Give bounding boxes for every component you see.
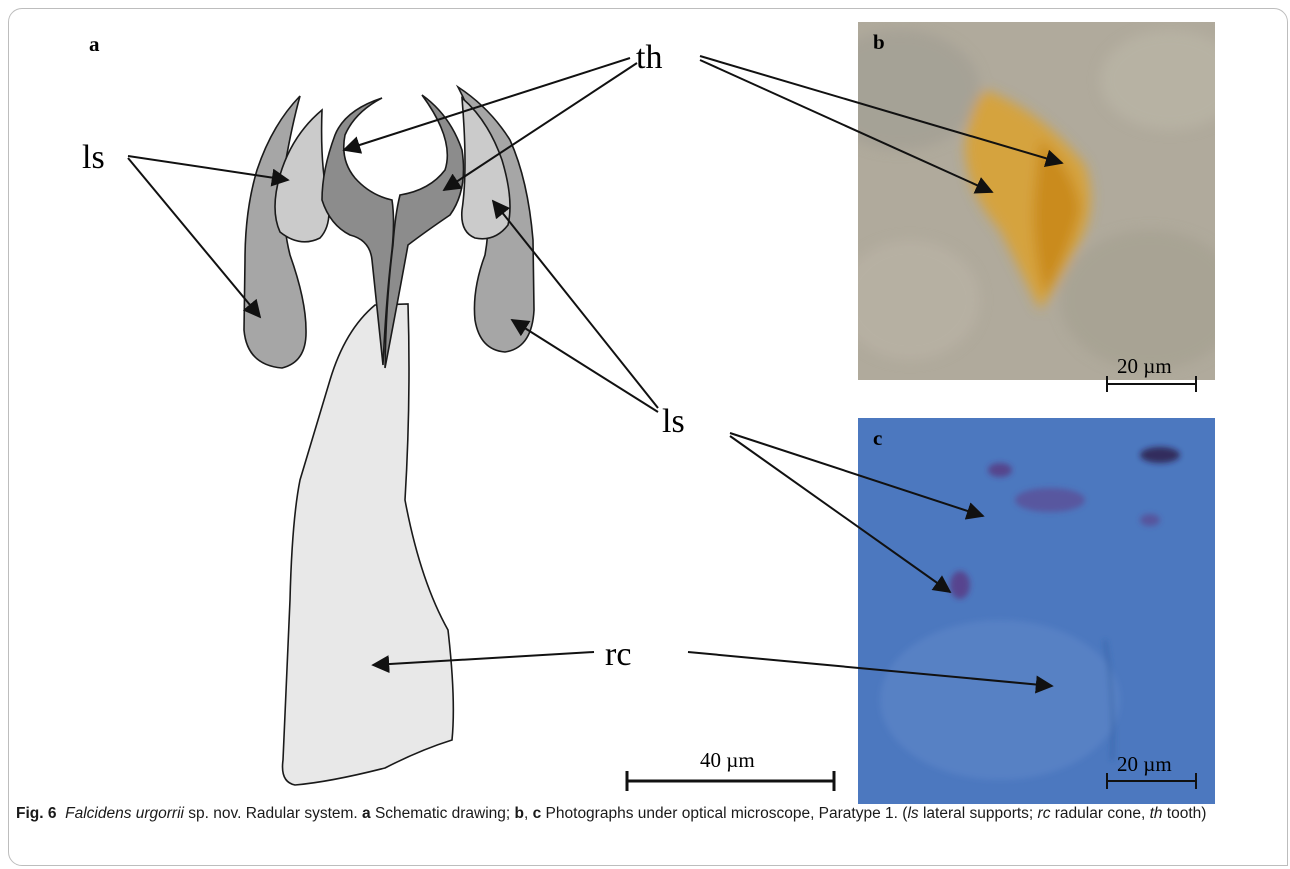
caption-species: Falcidens urgorrii: [65, 805, 184, 822]
caption-a-letter: a: [362, 805, 371, 822]
label-ls-right: ls: [662, 403, 685, 440]
figure-caption: Fig. 6 Falcidens urgorrii sp. nov. Radul…: [16, 804, 1278, 824]
caption-c-letter: c: [533, 805, 542, 822]
caption-fig-number: Fig. 6: [16, 805, 56, 822]
label-ls-left: ls: [82, 139, 105, 176]
caption-rc-abbr: rc: [1038, 805, 1051, 822]
photo-b: [820, 22, 1240, 380]
caption-ls-def: lateral supports;: [919, 805, 1038, 822]
arrow-ls-outer-right: [512, 320, 658, 412]
caption-text-3: Photographs under optical microscope, Pa…: [541, 805, 907, 822]
caption-text-2: Schematic drawing;: [371, 805, 515, 822]
label-th: th: [636, 39, 662, 76]
caption-rc-def: radular cone,: [1050, 805, 1149, 822]
scale-bar-b-label: 20 µm: [1117, 354, 1172, 378]
caption-th-abbr: th: [1150, 805, 1163, 822]
panel-letter-a: a: [89, 32, 100, 56]
radular-cone-shape: [283, 304, 454, 785]
scale-bar-c-label: 20 µm: [1117, 752, 1172, 776]
caption-text-1: sp. nov. Radular system.: [184, 805, 362, 822]
photo-c: [858, 418, 1215, 804]
caption-b-letter: b: [515, 805, 524, 822]
scale-bar-main-label: 40 µm: [700, 748, 755, 772]
arrow-ls-outer-left: [128, 158, 260, 317]
panel-letter-b: b: [873, 30, 885, 54]
caption-th-def: tooth): [1163, 805, 1207, 822]
label-rc: rc: [605, 636, 631, 673]
panel-letter-c: c: [873, 426, 882, 450]
caption-comma: ,: [524, 805, 533, 822]
caption-ls-abbr: ls: [907, 805, 918, 822]
